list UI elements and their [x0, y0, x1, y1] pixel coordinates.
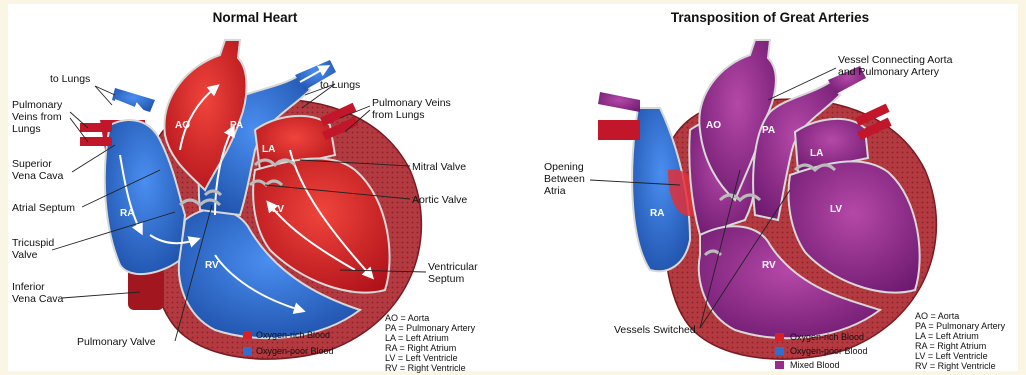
normal-label-svc-1: Superior: [12, 158, 52, 170]
normal-label-tricuspid-2: Valve: [12, 249, 38, 261]
tga-heart: Transposition of Great Arteries: [544, 10, 1006, 371]
normal-legend-swatch-1: [243, 347, 252, 355]
tga-label-vessel-connecting-2: and Pulmonary Artery: [838, 66, 940, 78]
tga-label-opening-3: Atria: [544, 185, 566, 197]
tga-pulm-veins-left: [598, 120, 640, 140]
normal-legend-label-0: Oxygen-rich Blood: [256, 330, 330, 340]
tga-chamber-rv: RV: [762, 260, 776, 271]
normal-label-to-lungs-left: to Lungs: [50, 73, 90, 85]
tga-aorta-branches: [598, 92, 640, 112]
normal-chamber-lv: LV: [272, 204, 284, 215]
tga-abbr-2: LA = Left Atrium: [915, 331, 979, 341]
normal-label-pulm-veins-left-2: Veins from: [12, 111, 62, 123]
normal-label-ivc-2: Vena Cava: [12, 293, 64, 305]
tga-label-vessels-switched: Vessels Switched: [614, 324, 696, 336]
normal-label-ivc-1: Inferior: [12, 281, 45, 293]
normal-abbr-4: LV = Left Ventricle: [385, 353, 458, 363]
tga-chamber-pa: PA: [762, 125, 775, 136]
normal-label-vent-septum-2: Septum: [428, 273, 464, 285]
tga-legend-label-2: Mixed Blood: [790, 360, 840, 370]
tga-title: Transposition of Great Arteries: [671, 10, 869, 25]
normal-chamber-rv: RV: [205, 260, 219, 271]
tga-abbr-3: RA = Right Atrium: [915, 341, 986, 351]
tga-label-vessel-connecting-1: Vessel Connecting Aorta: [838, 54, 953, 66]
tga-chamber-lv: LV: [830, 204, 842, 215]
normal-label-to-lungs-right: to Lungs: [320, 79, 360, 91]
tga-legend-label-1: Oxygen-poor Blood: [790, 346, 868, 356]
normal-label-pulm-veins-left-3: Lungs: [12, 123, 41, 135]
tga-abbr-0: AO = Aorta: [915, 311, 959, 321]
normal-abbr-1: PA = Pulmonary Artery: [385, 323, 476, 333]
normal-label-svc-2: Vena Cava: [12, 170, 64, 182]
tga-legend-label-0: Oxygen-rich Blood: [790, 332, 864, 342]
normal-heart: Normal Heart: [12, 10, 478, 373]
normal-label-mitral-valve: Mitral Valve: [412, 161, 466, 173]
tga-chamber-ra: RA: [650, 208, 664, 219]
tga-chamber-la: LA: [810, 148, 823, 159]
tga-label-opening-1: Opening: [544, 161, 584, 173]
normal-abbr-2: LA = Left Atrium: [385, 333, 449, 343]
normal-abbr-5: RV = Right Ventricle: [385, 363, 466, 373]
normal-chamber-ao: AO: [175, 120, 190, 131]
tga-chamber-ao: AO: [706, 120, 721, 131]
tga-abbreviations: AO = Aorta PA = Pulmonary Artery LA = Le…: [915, 311, 1006, 371]
normal-label-atrial-septum: Atrial Septum: [12, 202, 75, 214]
normal-label-aortic-valve: Aortic Valve: [412, 194, 467, 206]
tga-abbr-5: RV = Right Ventricle: [915, 361, 996, 371]
tga-label-opening-2: Between: [544, 173, 585, 185]
normal-heart-title: Normal Heart: [213, 10, 298, 25]
normal-label-pulm-veins-right-1: Pulmonary Veins: [372, 97, 451, 109]
normal-label-pulm-veins-left-1: Pulmonary: [12, 99, 63, 111]
tga-legend-swatch-1: [775, 347, 784, 355]
normal-legend-swatch-0: [243, 331, 252, 339]
normal-label-pulmonary-valve: Pulmonary Valve: [77, 336, 156, 348]
normal-abbr-3: RA = Right Atrium: [385, 343, 456, 353]
normal-chamber-pa: PA: [230, 120, 243, 131]
normal-legend-label-1: Oxygen-poor Blood: [256, 346, 334, 356]
tga-abbr-1: PA = Pulmonary Artery: [915, 321, 1006, 331]
normal-chamber-la: LA: [262, 144, 275, 155]
tga-abbr-4: LV = Left Ventricle: [915, 351, 988, 361]
tga-legend-swatch-2: [775, 361, 784, 369]
normal-label-pulm-veins-right-2: from Lungs: [372, 109, 425, 121]
normal-label-tricuspid-1: Tricuspid: [12, 237, 54, 249]
tga-legend-swatch-0: [775, 333, 784, 341]
normal-abbreviations: AO = Aorta PA = Pulmonary Artery LA = Le…: [385, 313, 476, 373]
normal-chamber-ra: RA: [120, 208, 134, 219]
normal-label-vent-septum-1: Ventricular: [428, 261, 478, 273]
normal-abbr-0: AO = Aorta: [385, 313, 429, 323]
